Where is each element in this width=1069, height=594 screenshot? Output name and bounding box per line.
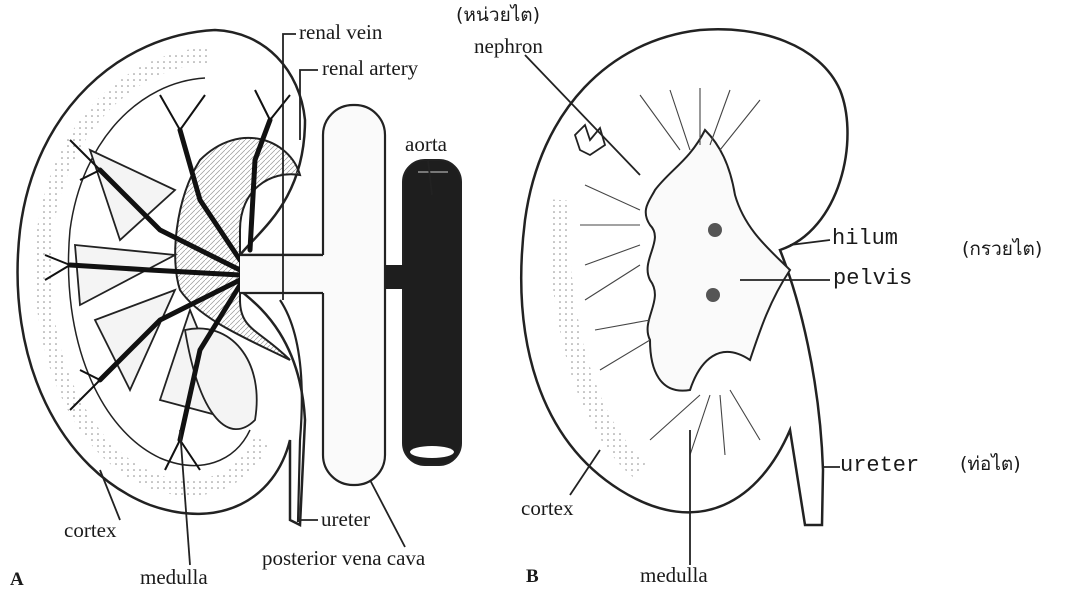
aorta-shape <box>403 160 461 465</box>
panel-b-kidney <box>521 29 847 565</box>
renal-pelvis-b <box>646 130 790 391</box>
nephron-shape <box>575 125 605 155</box>
label-nephron-thai: (หน่วยไต) <box>456 6 540 25</box>
panel-a-kidney <box>18 30 461 565</box>
label-ureter-thai: (ท่อไต) <box>960 455 1021 474</box>
label-cortex-b: cortex <box>521 498 573 519</box>
label-posterior-vena-cava: posterior vena cava <box>262 548 425 569</box>
label-ureter-a: ureter <box>321 509 370 530</box>
label-cortex-a: cortex <box>64 520 116 541</box>
posterior-vena-cava-shape <box>323 105 385 485</box>
panel-a-tag: A <box>10 570 24 589</box>
label-medulla-a: medulla <box>140 567 208 588</box>
label-renal-artery: renal artery <box>322 58 418 79</box>
label-hilum: hilum <box>832 228 898 250</box>
label-medulla-b: medulla <box>640 565 708 586</box>
label-renal-vein: renal vein <box>299 22 382 43</box>
cortex-b <box>559 200 640 470</box>
label-nephron: nephron <box>474 36 543 57</box>
label-hilum-thai: (กรวยไต) <box>962 240 1042 259</box>
label-pelvis: pelvis <box>833 268 912 290</box>
label-ureter-b: ureter <box>840 455 919 477</box>
panel-b-tag: B <box>526 567 539 586</box>
label-aorta: aorta <box>405 134 447 155</box>
